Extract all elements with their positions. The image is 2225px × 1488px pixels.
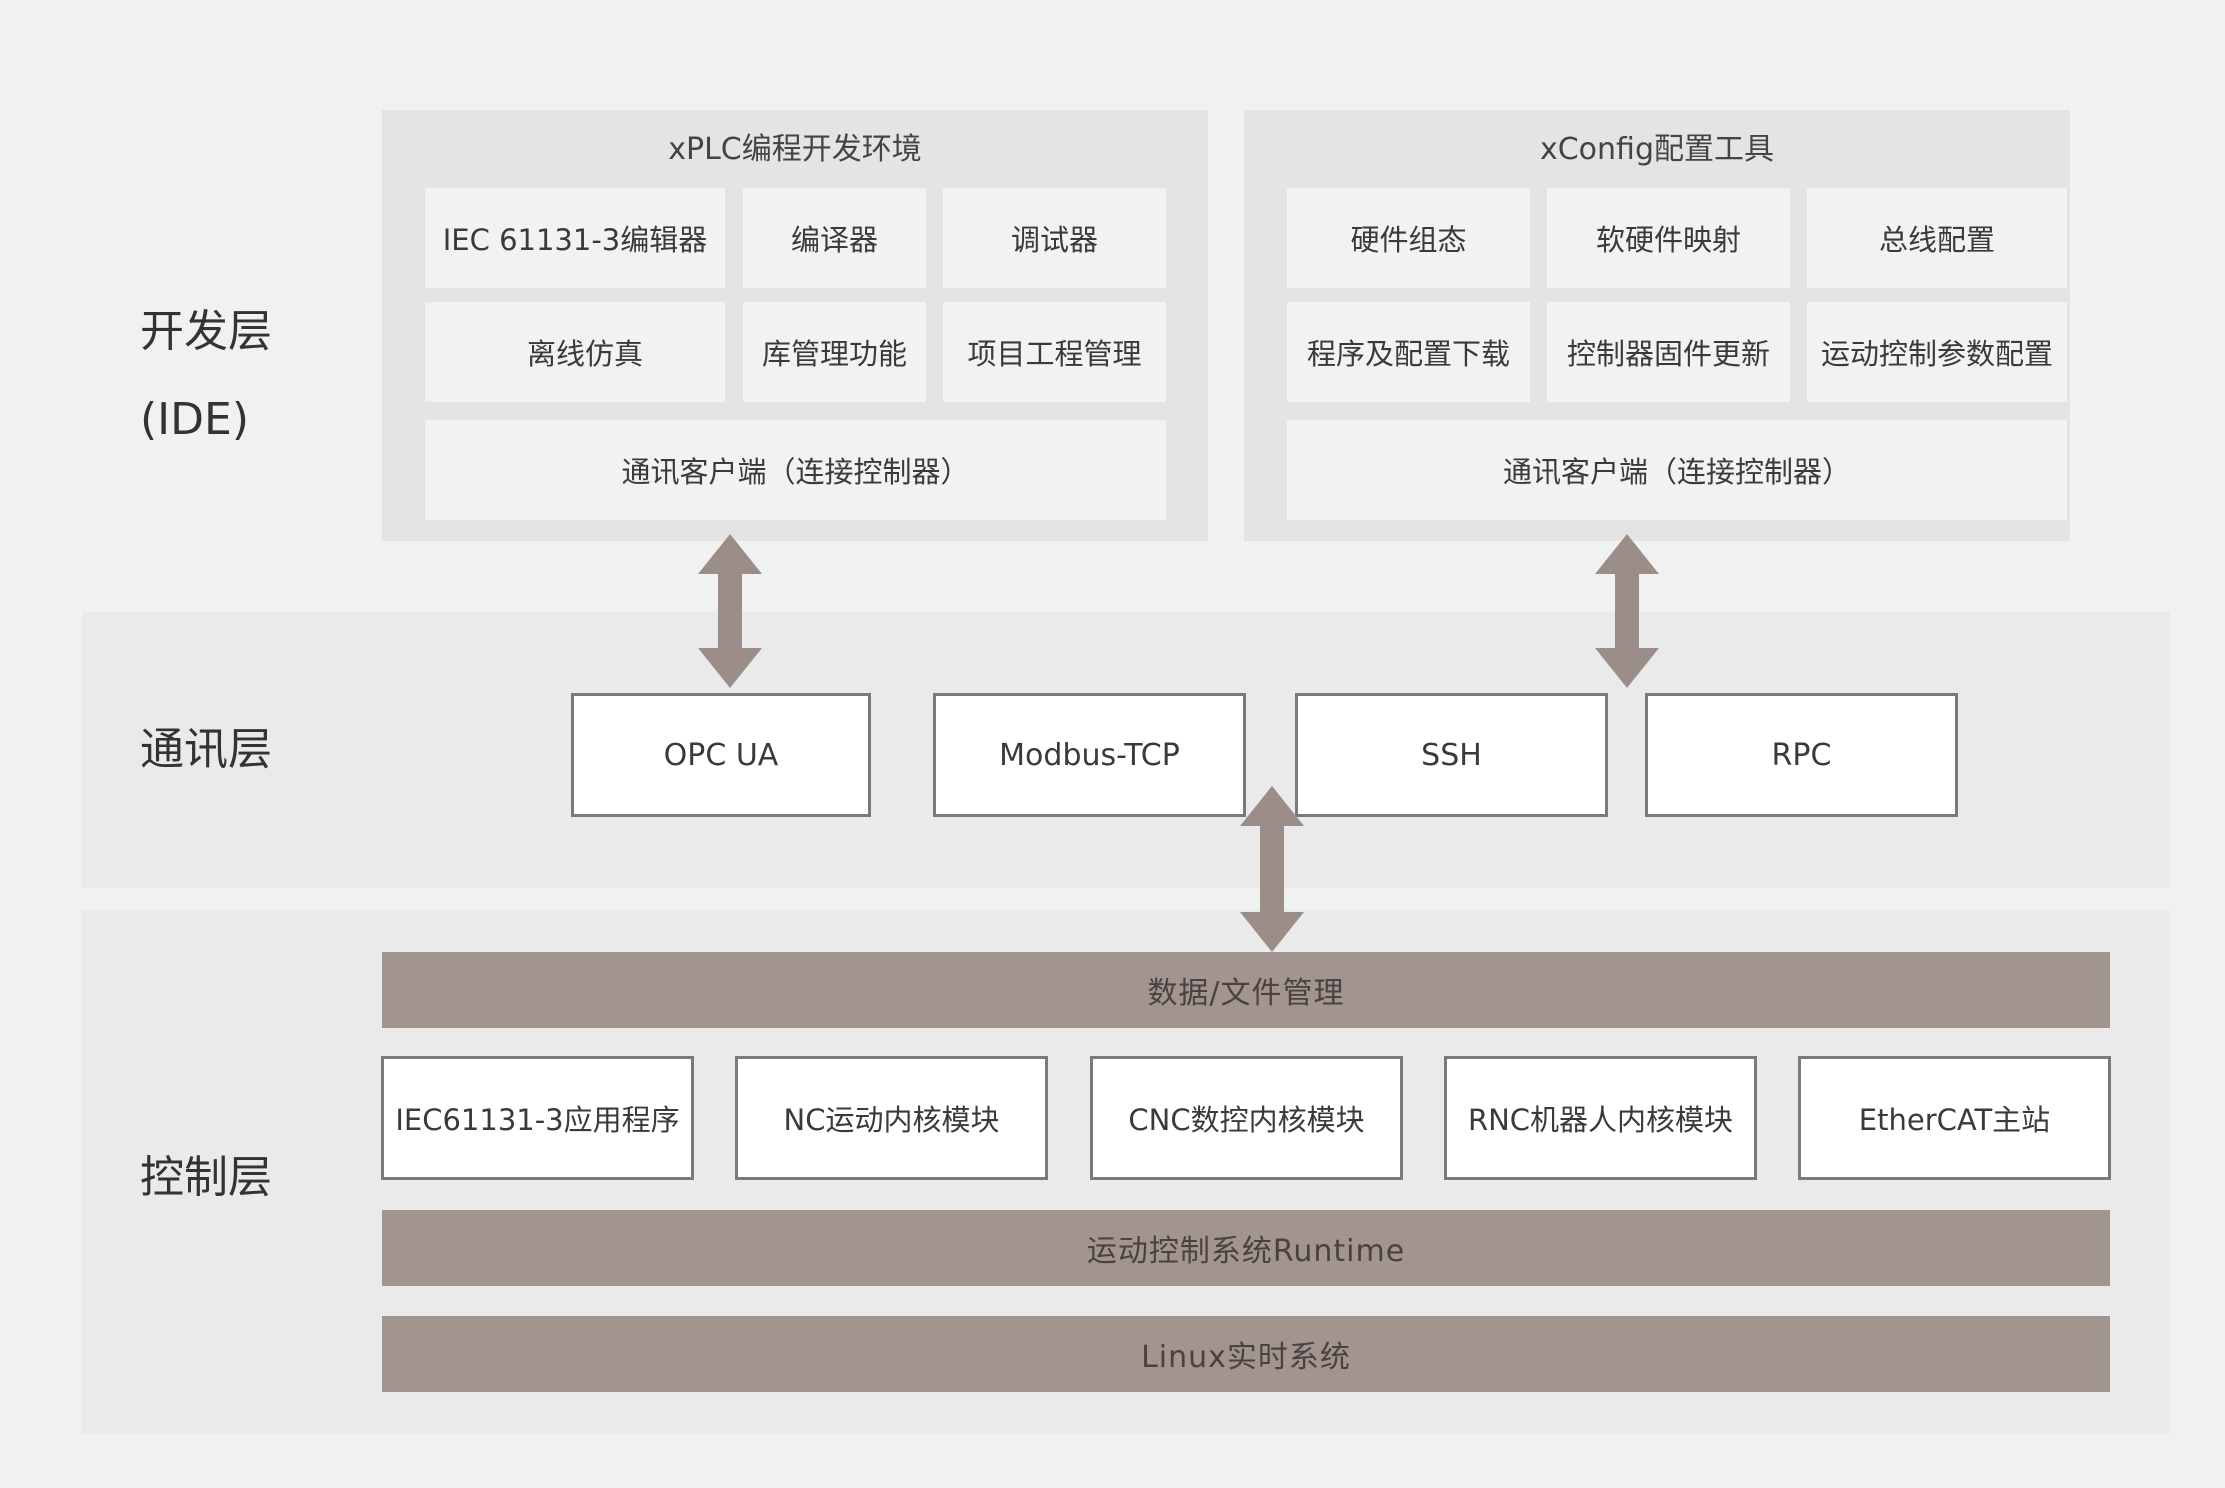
xplc-cell-compiler: 编译器 <box>743 188 926 288</box>
xconfig-cell-motion-params: 运动控制参数配置 <box>1807 302 2067 402</box>
dev-layer-label-line2: (IDE) <box>140 394 249 445</box>
module-cnc-kernel: CNC数控内核模块 <box>1090 1056 1403 1180</box>
xconfig-cell-firmware: 控制器固件更新 <box>1547 302 1790 402</box>
dev-layer-label: 开发层 (IDE) <box>140 288 272 464</box>
runtime-bar: 运动控制系统Runtime <box>382 1210 2110 1286</box>
dev-layer-label-line1: 开发层 <box>140 306 272 357</box>
arrow-xplc-opcua <box>698 534 762 688</box>
xplc-cell-iec-editor: IEC 61131-3编辑器 <box>425 188 725 288</box>
xconfig-cell-download: 程序及配置下载 <box>1287 302 1530 402</box>
xplc-cell-project: 项目工程管理 <box>943 302 1166 402</box>
xconfig-cell-bus: 总线配置 <box>1807 188 2067 288</box>
arrow-xconfig-ssh <box>1595 534 1659 688</box>
module-ethercat-master: EtherCAT主站 <box>1798 1056 2111 1180</box>
ctrl-layer-label: 控制层 <box>140 1152 272 1203</box>
xplc-cell-offline-sim: 离线仿真 <box>425 302 725 402</box>
module-rnc-kernel: RNC机器人内核模块 <box>1444 1056 1757 1180</box>
module-nc-kernel: NC运动内核模块 <box>735 1056 1048 1180</box>
comm-layer-label: 通讯层 <box>140 724 272 775</box>
module-iec-application: IEC61131-3应用程序 <box>381 1056 694 1180</box>
xplc-client-cell: 通讯客户端（连接控制器） <box>425 420 1166 520</box>
xplc-panel-title: xPLC编程开发环境 <box>668 132 922 167</box>
xconfig-cell-mapping: 软硬件映射 <box>1547 188 1790 288</box>
xconfig-client-cell: 通讯客户端（连接控制器） <box>1287 420 2067 520</box>
arrow-protocols-control <box>1240 786 1304 952</box>
xconfig-cell-hw-config: 硬件组态 <box>1287 188 1530 288</box>
linux-rt-bar: Linux实时系统 <box>382 1316 2110 1392</box>
xconfig-panel-title: xConfig配置工具 <box>1539 132 1774 167</box>
xplc-cell-debugger: 调试器 <box>943 188 1166 288</box>
protocol-ssh: SSH <box>1295 693 1608 817</box>
protocol-modbus-tcp: Modbus-TCP <box>933 693 1246 817</box>
xplc-cell-library: 库管理功能 <box>743 302 926 402</box>
data-file-management-bar: 数据/文件管理 <box>382 952 2110 1028</box>
protocol-rpc: RPC <box>1645 693 1958 817</box>
protocol-opc-ua: OPC UA <box>571 693 871 817</box>
